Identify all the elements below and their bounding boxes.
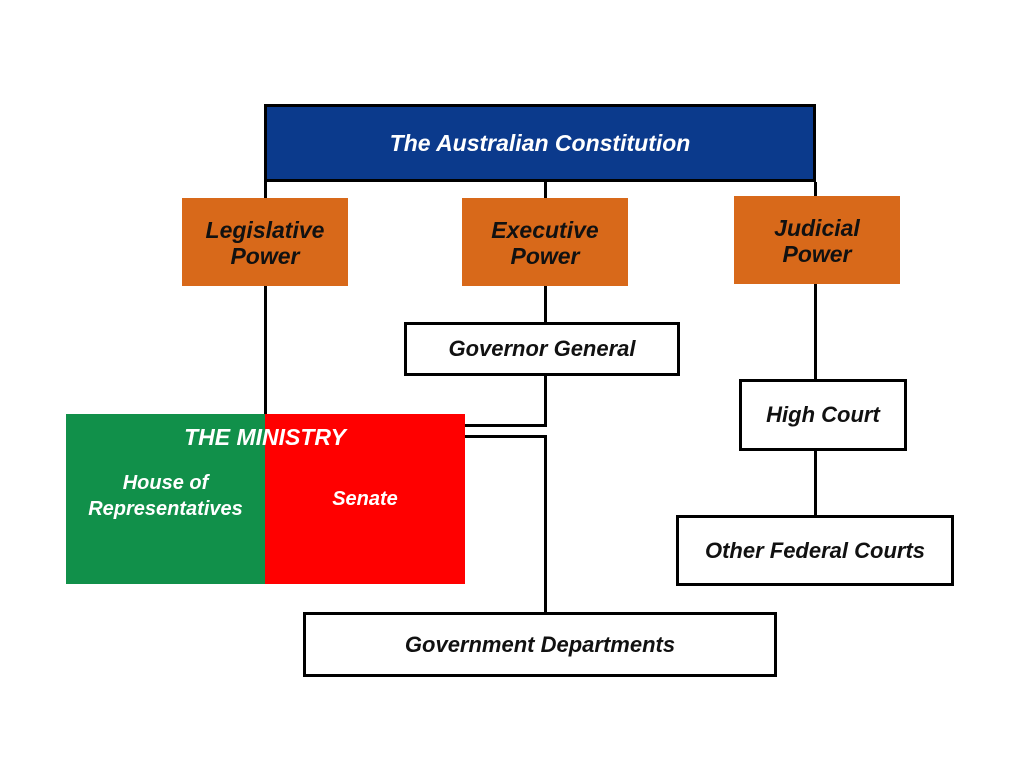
australian-constitution-box: The Australian Constitution — [264, 104, 816, 182]
government-departments-label: Government Departments — [404, 631, 676, 657]
executive-power-line1: Executive — [491, 216, 599, 243]
legislative-power-box: Legislative Power — [182, 198, 348, 286]
house-of-representatives-line1: House of — [122, 472, 209, 494]
house-of-representatives-line2: Representatives — [88, 498, 243, 520]
governor-general-label: Governor General — [448, 336, 636, 362]
connector-line — [544, 182, 547, 198]
high-court-box: High Court — [739, 379, 907, 451]
connector-line — [544, 435, 547, 612]
judicial-power-line1: Judicial — [774, 214, 860, 241]
executive-power-box: Executive Power — [462, 198, 628, 286]
ministry-title: THE MINISTRY — [184, 424, 346, 450]
connector-line — [264, 286, 267, 414]
legislative-power-line1: Legislative — [205, 216, 325, 243]
connector-line — [465, 424, 547, 427]
executive-power-line2: Power — [510, 243, 580, 269]
judicial-power-box: Judicial Power — [734, 196, 900, 284]
connector-line — [814, 182, 817, 196]
connector-line — [544, 376, 547, 426]
legislative-power-line2: Power — [230, 243, 300, 269]
australian-constitution-label: The Australian Constitution — [389, 129, 691, 156]
other-federal-courts-box: Other Federal Courts — [676, 515, 954, 586]
senate-label: Senate — [332, 488, 398, 510]
house-of-representatives-block — [66, 414, 265, 584]
house-of-representatives-label: House of Representatives — [66, 470, 265, 522]
high-court-label: High Court — [766, 402, 880, 428]
government-departments-box: Government Departments — [303, 612, 777, 677]
connector-line — [814, 284, 817, 379]
connector-line — [465, 435, 547, 438]
senate-block — [265, 414, 465, 584]
governor-general-box: Governor General — [404, 322, 680, 376]
judicial-power-line2: Power — [782, 241, 852, 267]
connector-line — [544, 286, 547, 322]
other-federal-courts-label: Other Federal Courts — [704, 537, 926, 563]
connector-line — [264, 182, 267, 198]
connector-line — [814, 451, 817, 515]
